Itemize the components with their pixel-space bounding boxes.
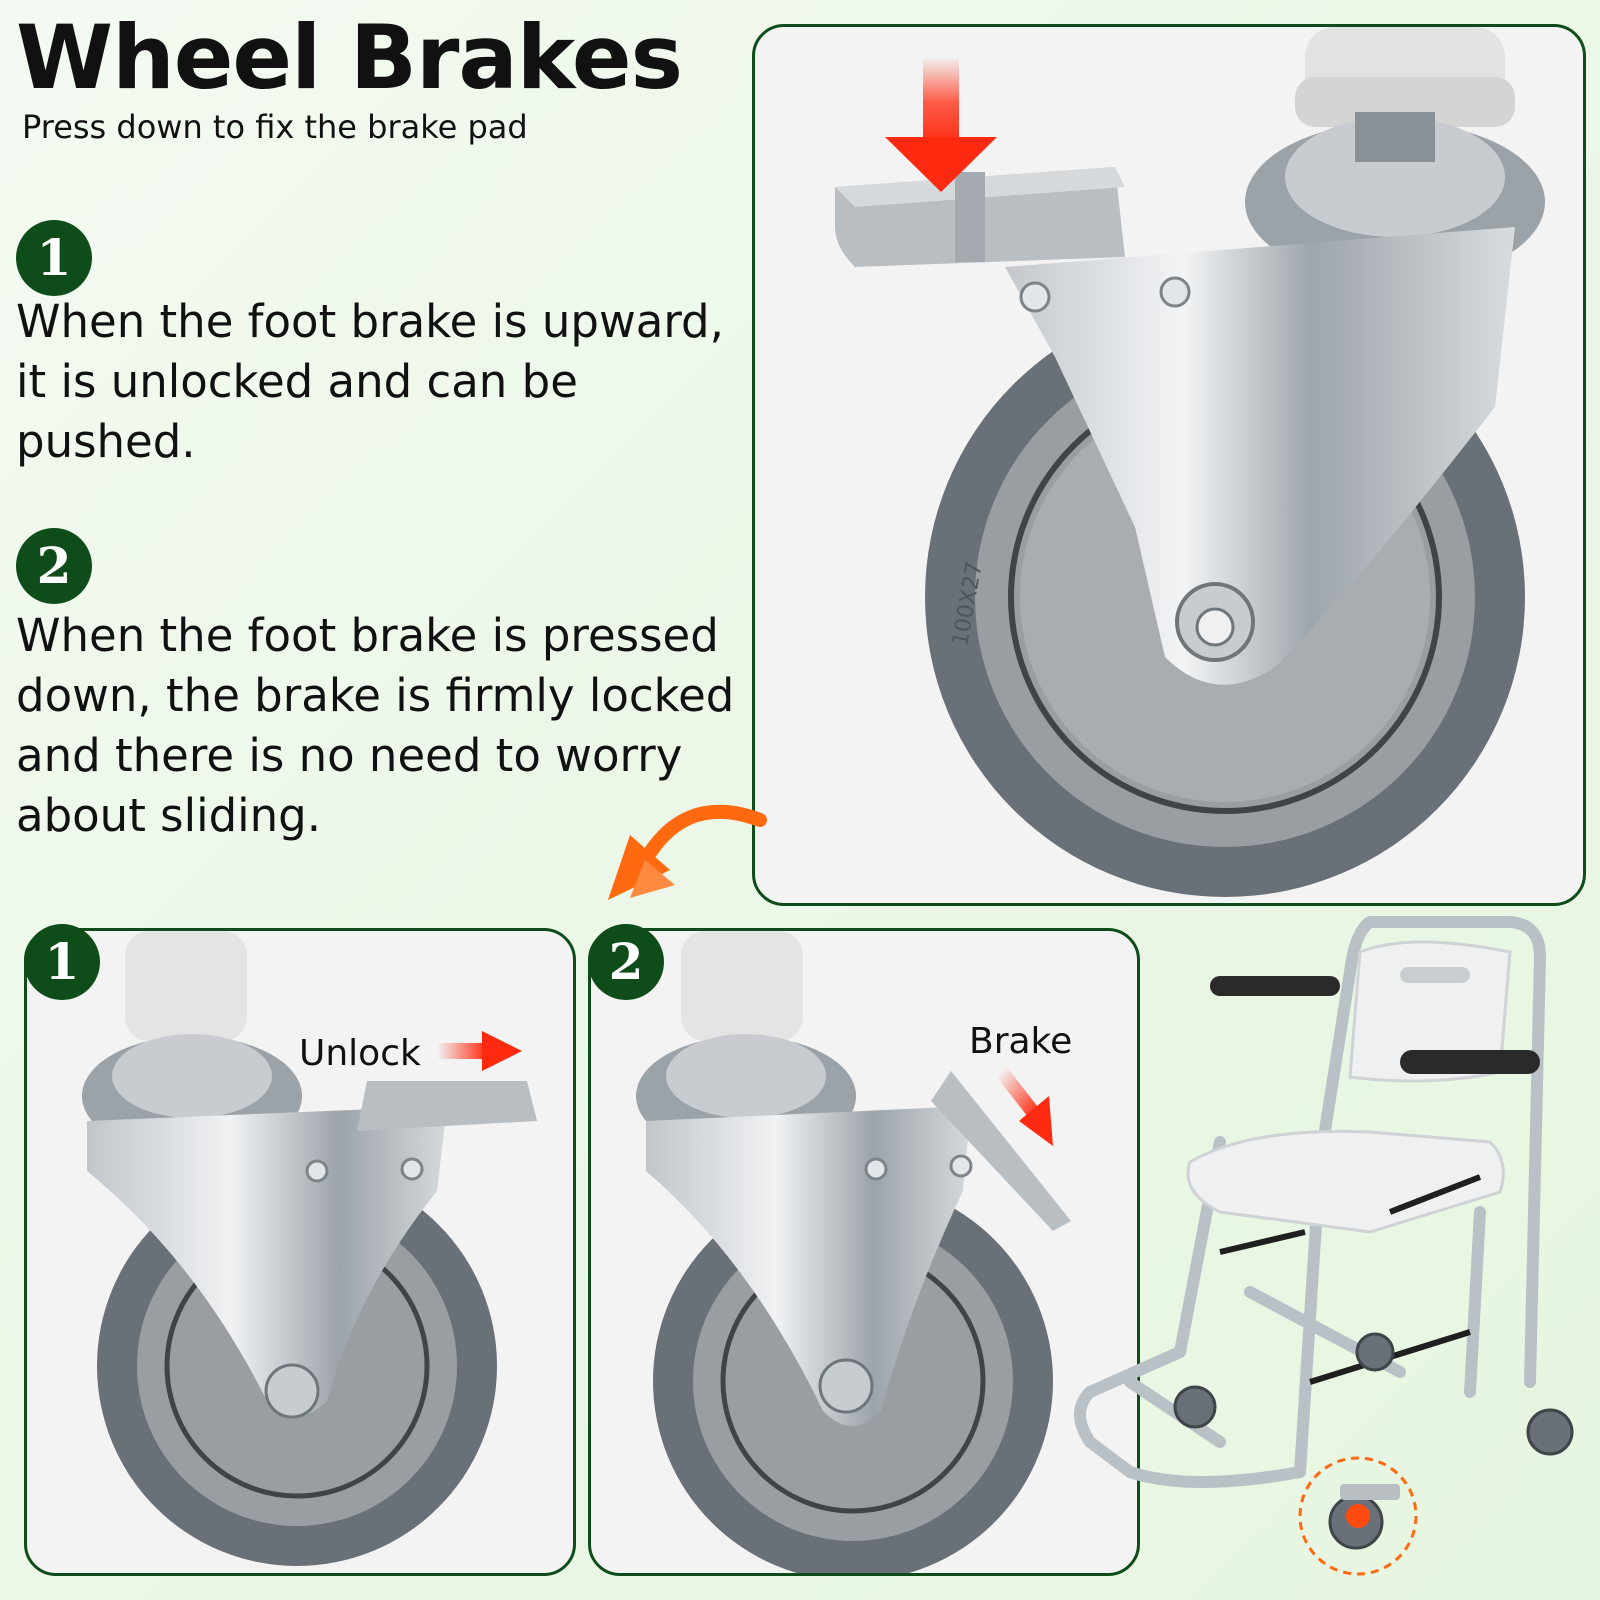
unlock-label: Unlock xyxy=(299,1033,421,1074)
brake-panel: Brake xyxy=(588,928,1140,1576)
unlock-caster-illustration xyxy=(82,931,537,1566)
step-2-badge: 2 xyxy=(16,528,92,604)
unlock-panel: Unlock xyxy=(24,928,576,1576)
panel-2-badge: 2 xyxy=(588,924,664,1000)
panel-1-badge: 1 xyxy=(24,924,100,1000)
page-title: Wheel Brakes xyxy=(16,6,683,109)
brake-label: Brake xyxy=(969,1021,1073,1062)
diagonal-arrow-icon xyxy=(994,1064,1053,1146)
curved-arrow-icon xyxy=(608,804,767,900)
step-1-badge: 1 xyxy=(16,220,92,296)
main-caster-illustration: 100X27 xyxy=(835,27,1545,897)
press-down-arrow-icon xyxy=(885,57,997,192)
shower-chair-image xyxy=(1074,916,1574,1576)
step-2-text: When the foot brake is pressed down, the… xyxy=(16,609,735,842)
step-1-text: When the foot brake is upward, it is unl… xyxy=(16,295,724,468)
page-subtitle: Press down to fix the brake pad xyxy=(22,108,528,146)
right-arrow-icon xyxy=(437,1031,522,1071)
brake-caster-illustration xyxy=(636,931,1071,1573)
main-caster-image: 100X27 xyxy=(752,24,1586,906)
